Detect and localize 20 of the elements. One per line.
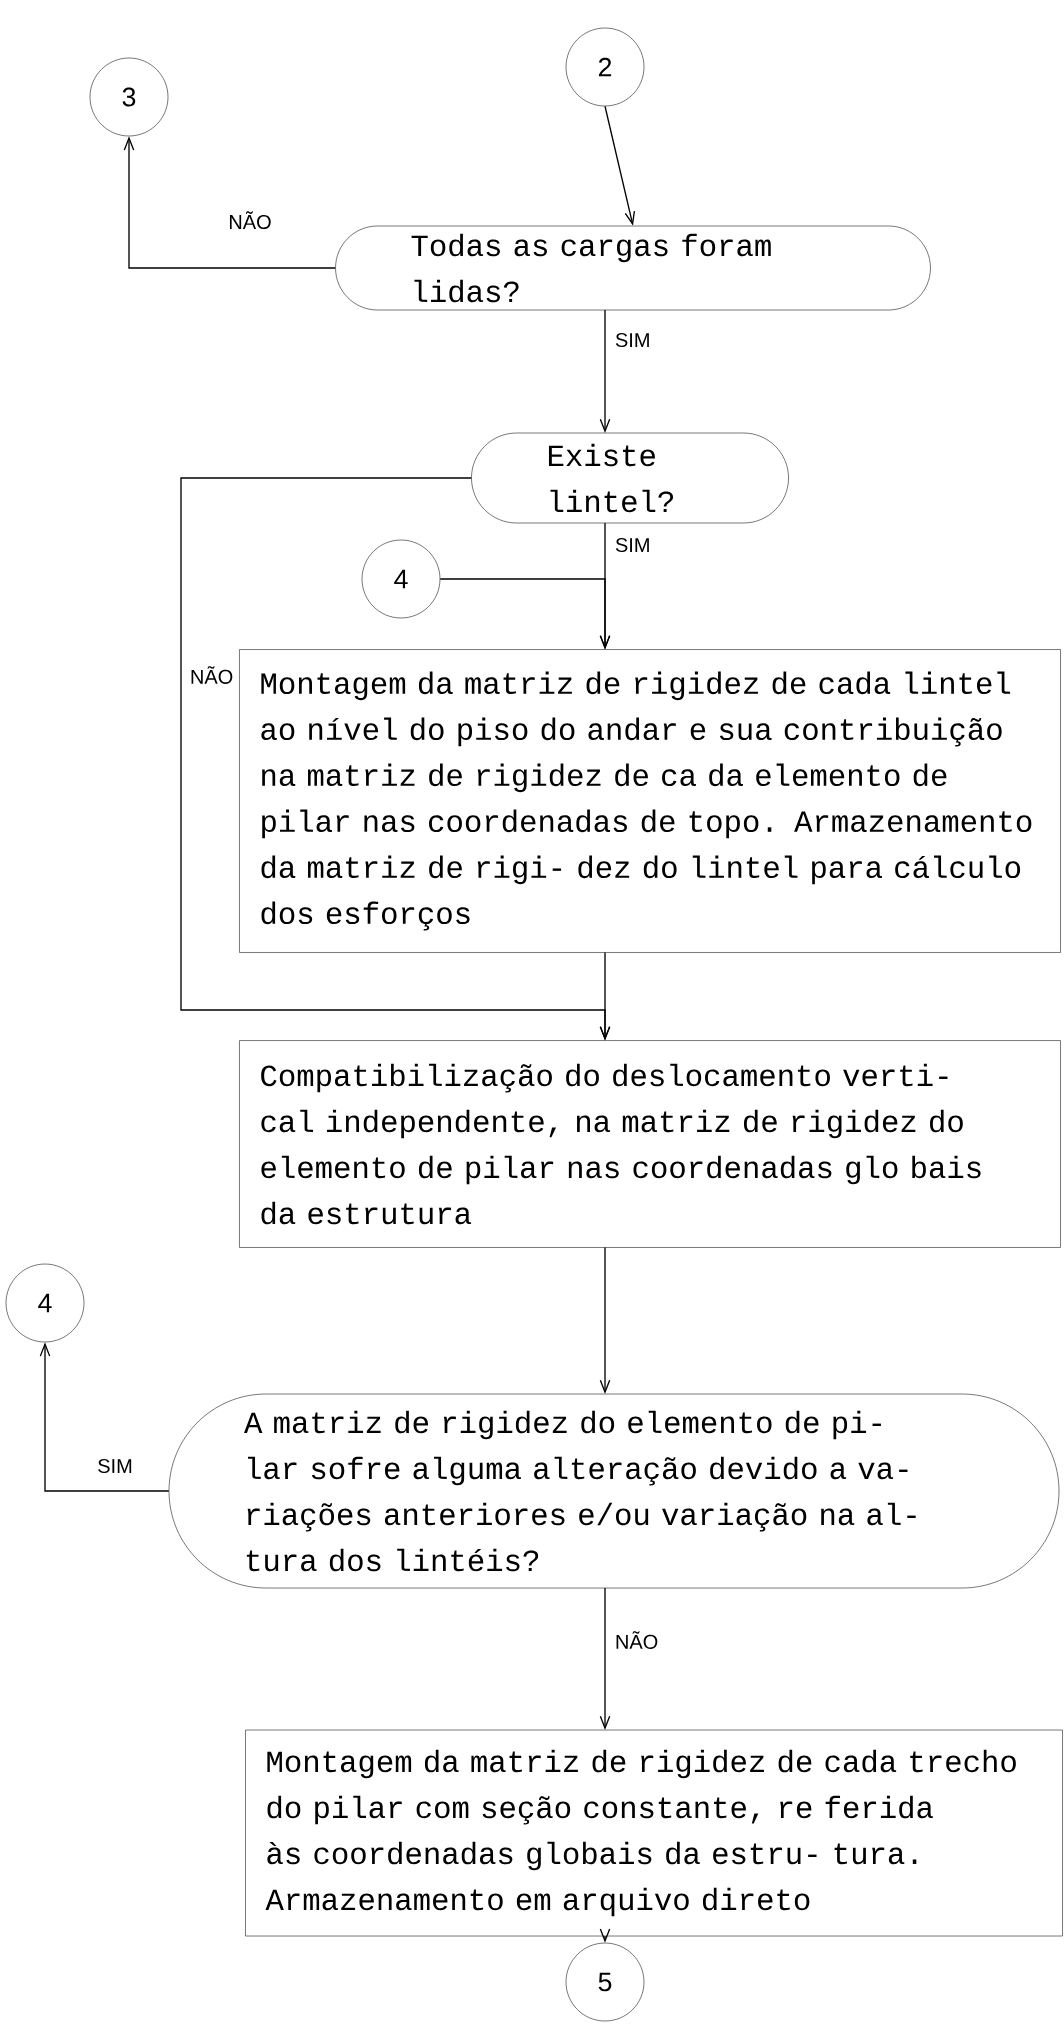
arrow: [123, 136, 336, 269]
arrow: [39, 1342, 170, 1492]
arrow: [599, 1587, 611, 1730]
arrow: [599, 309, 611, 433]
arrow: [439, 578, 611, 650]
decision-terminal: Todas as cargas foram lidas?: [335, 225, 931, 311]
edge-label: SIM: [612, 330, 654, 350]
arrow: [599, 1246, 611, 1394]
edge-label: SIM: [612, 535, 654, 555]
decision-terminal: A matriz de rigidez do elemento de pi- lar sofre alguma alteração devido a va- riações anteriores e/ou variação na al- tura dos lintéis?: [168, 1393, 1060, 1589]
edge-label: NÃO: [612, 1628, 661, 1652]
process-box: Compatibilização do deslocamento verti- cal independente, na matriz de rigidez do elemento de pilar nas coordenadas glo bais da estrutura: [239, 1040, 1061, 1248]
edge-label: NÃO: [225, 208, 275, 232]
process-box: Montagem da matriz de rigidez de cada trecho do pilar com seção constante, re ferida às coordenadas globais da estru- tura. Armazenamento em arquivo direto: [245, 1729, 1063, 1937]
process-box: Montagem da matriz de rigidez de cada lintel ao nível do piso do andar e sua contribuição na matriz de rigidez de ca da elemento de pilar nas coordenadas de topo. Armazenamento da matriz de rigi- dez do lintel para cálculo dos esforços: [239, 649, 1061, 953]
arrow: [604, 105, 636, 226]
edge-label: NÃO: [187, 663, 236, 687]
arrow: [599, 951, 611, 1041]
decision-terminal: Existe lintel?: [471, 432, 789, 524]
edge-label: SIM: [94, 1456, 136, 1476]
